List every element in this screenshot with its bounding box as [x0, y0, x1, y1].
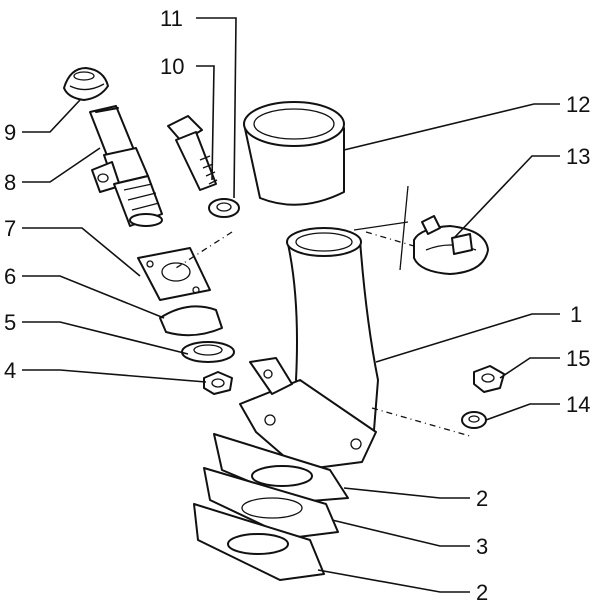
callout-13: 13	[566, 144, 590, 169]
callout-4: 4	[4, 358, 16, 383]
callout-5: 5	[4, 310, 16, 335]
callout-8: 8	[4, 170, 16, 195]
part-11-washer	[208, 198, 240, 218]
callout-2-upper: 2	[476, 486, 488, 511]
part-13-clamp	[413, 215, 489, 275]
part-2-gasket-upper	[213, 433, 349, 503]
part-2-gasket-lower	[193, 503, 325, 581]
callout-6: 6	[4, 264, 16, 289]
part-1-manifold	[239, 227, 379, 471]
callout-labels: 11 10 9 8 7 6 5 4 12 13 1 15 14 2 3 2	[4, 6, 590, 603]
part-9-cap	[63, 67, 109, 101]
part-12-filter	[243, 101, 345, 206]
part-14-washer	[461, 411, 487, 429]
assembly-centerlines	[175, 185, 471, 437]
callout-1: 1	[570, 302, 582, 327]
callout-12: 12	[566, 92, 590, 117]
leader-lines	[22, 17, 560, 593]
callout-15: 15	[566, 346, 590, 371]
callout-10: 10	[160, 54, 184, 79]
part-15-nut	[473, 365, 505, 393]
part-3-spacer	[203, 467, 339, 539]
part-6-filter-element	[159, 305, 223, 337]
part-8-injector	[89, 105, 163, 227]
callout-3: 3	[476, 534, 488, 559]
part-4-nut	[203, 371, 233, 395]
part-7-flange	[137, 247, 211, 301]
callout-7: 7	[4, 216, 16, 241]
callout-2-lower: 2	[476, 580, 488, 603]
callout-9: 9	[4, 120, 16, 145]
part-10-bolt	[167, 115, 218, 191]
callout-14: 14	[566, 392, 590, 417]
callout-11: 11	[160, 6, 183, 31]
part-5-clip	[181, 341, 235, 363]
